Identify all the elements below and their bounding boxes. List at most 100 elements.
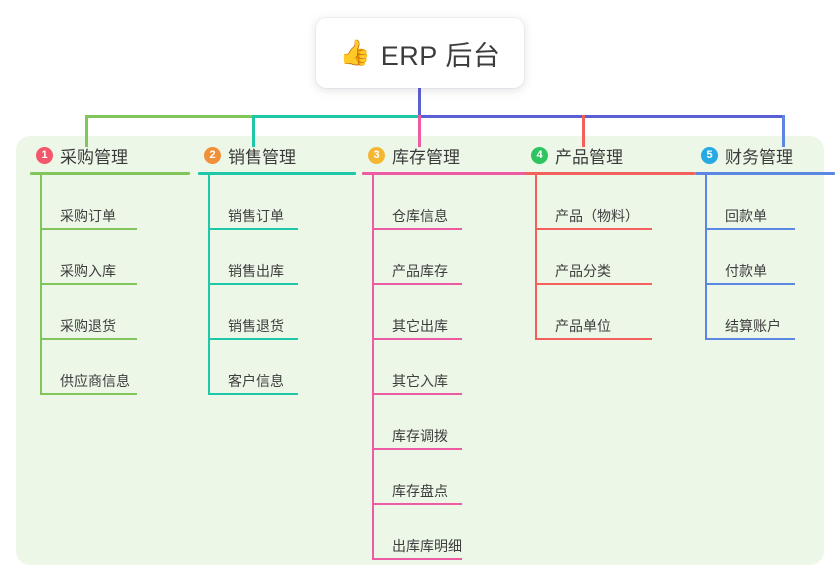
branch-underline [198, 172, 356, 175]
branch-child-underline [537, 228, 652, 230]
branch-child-underline [42, 283, 137, 285]
branch-child-underline [210, 393, 298, 395]
branch-number-badge: 4 [531, 146, 548, 164]
branch-child-item[interactable]: 出库库明细 [374, 505, 527, 560]
branch-child-label: 采购订单 [60, 208, 116, 224]
branch-child-underline [537, 338, 652, 340]
branch-child-label: 销售出库 [228, 263, 284, 279]
trunk-segment-3 [418, 115, 785, 118]
branch-child-label: 库存盘点 [392, 483, 448, 499]
branch-child-item[interactable]: 其它入库 [374, 340, 527, 395]
trunk-segment-2 [252, 115, 420, 118]
branch-children: 产品（物料） 产品分类产品单位 [535, 175, 695, 340]
branch-spine [372, 175, 374, 560]
branch-drop-4 [582, 115, 585, 147]
branch-child-item[interactable]: 库存调拨 [374, 395, 527, 450]
branch-number-badge: 5 [701, 146, 718, 164]
branch-child-item[interactable]: 销售订单 [210, 175, 356, 230]
branch-child-underline [210, 228, 298, 230]
branch-child-item[interactable]: 仓库信息 [374, 175, 527, 230]
branch-children: 仓库信息产品库存其它出库其它入库库存调拨库存盘点出库库明细 [372, 175, 527, 560]
branch-child-label: 客户信息 [228, 373, 284, 389]
branch-underline [30, 172, 190, 175]
branch-child-label: 出库库明细 [392, 538, 462, 554]
branch-spine [40, 175, 42, 395]
branch-child-label: 销售退货 [228, 318, 284, 334]
branch-spine [208, 175, 210, 395]
branch-number-badge: 2 [204, 146, 221, 164]
branch-header-4[interactable]: 4 产品管理 [525, 142, 695, 168]
branch-column-3: 3 库存管理仓库信息产品库存其它出库其它入库库存调拨库存盘点出库库明细 [362, 142, 527, 560]
branch-child-underline [707, 283, 795, 285]
branch-child-label: 销售订单 [228, 208, 284, 224]
root-node-erp-backend[interactable]: 👍 ERP 后台 [316, 18, 524, 88]
branch-child-item[interactable]: 回款单 [707, 175, 835, 230]
branch-child-label: 产品库存 [392, 263, 448, 279]
branch-underline [525, 172, 695, 175]
branch-child-label: 其它入库 [392, 373, 448, 389]
branch-underline [695, 172, 835, 175]
branch-child-underline [707, 338, 795, 340]
branch-children: 采购订单采购入库采购退货供应商信息 [40, 175, 190, 395]
branch-children: 销售订单销售出库销售退货客户信息 [208, 175, 356, 395]
branch-child-label: 产品单位 [555, 318, 611, 334]
branch-header-3[interactable]: 3 库存管理 [362, 142, 527, 168]
branch-child-label: 产品（物料） [555, 208, 639, 224]
branch-column-4: 4 产品管理产品（物料） 产品分类产品单位 [525, 142, 695, 340]
branch-child-label: 付款单 [725, 263, 767, 279]
branch-child-underline [374, 503, 462, 505]
branch-child-underline [374, 393, 462, 395]
branch-child-item[interactable]: 销售退货 [210, 285, 356, 340]
branch-child-label: 库存调拨 [392, 428, 448, 444]
branch-child-item[interactable]: 客户信息 [210, 340, 356, 395]
branch-child-underline [374, 283, 462, 285]
branch-child-label: 回款单 [725, 208, 767, 224]
branch-drop-3 [418, 115, 421, 147]
thumbs-up-icon: 👍 [339, 38, 371, 67]
branch-title: 库存管理 [392, 147, 460, 167]
root-node-title: ERP 后台 [380, 40, 501, 71]
branch-child-item[interactable]: 采购退货 [42, 285, 190, 340]
branch-child-item[interactable]: 产品（物料） [537, 175, 695, 230]
branch-child-item[interactable]: 供应商信息 [42, 340, 190, 395]
branch-child-label: 仓库信息 [392, 208, 448, 224]
branch-child-item[interactable]: 结算账户 [707, 285, 835, 340]
branch-child-underline [210, 338, 298, 340]
branch-drop-5 [782, 115, 785, 147]
branch-child-label: 采购入库 [60, 263, 116, 279]
branch-child-label: 其它出库 [392, 318, 448, 334]
branch-title: 产品管理 [555, 147, 623, 167]
branch-child-item[interactable]: 产品单位 [537, 285, 695, 340]
branch-child-underline [374, 338, 462, 340]
branch-child-label: 结算账户 [725, 318, 781, 334]
branch-child-underline [537, 283, 652, 285]
branch-child-item[interactable]: 采购订单 [42, 175, 190, 230]
branch-child-underline [42, 228, 137, 230]
branch-child-underline [707, 228, 795, 230]
branch-number-badge: 3 [368, 146, 385, 164]
branch-child-item[interactable]: 采购入库 [42, 230, 190, 285]
branch-child-item[interactable]: 产品库存 [374, 230, 527, 285]
branch-child-underline [42, 338, 137, 340]
root-stem-connector [418, 88, 421, 118]
branch-header-2[interactable]: 2 销售管理 [198, 142, 356, 168]
branch-child-label: 产品分类 [555, 263, 611, 279]
branch-title: 销售管理 [228, 147, 296, 167]
branch-child-item[interactable]: 其它出库 [374, 285, 527, 340]
branch-title: 采购管理 [60, 147, 128, 167]
branch-spine [535, 175, 537, 340]
branch-child-item[interactable]: 库存盘点 [374, 450, 527, 505]
branch-child-item[interactable]: 产品分类 [537, 230, 695, 285]
branch-child-item[interactable]: 付款单 [707, 230, 835, 285]
branch-child-label: 采购退货 [60, 318, 116, 334]
branch-child-item[interactable]: 销售出库 [210, 230, 356, 285]
branch-drop-2 [252, 115, 255, 147]
branch-child-underline [210, 283, 298, 285]
branch-column-2: 2 销售管理销售订单销售出库销售退货客户信息 [198, 142, 356, 395]
branches-panel [16, 136, 824, 565]
